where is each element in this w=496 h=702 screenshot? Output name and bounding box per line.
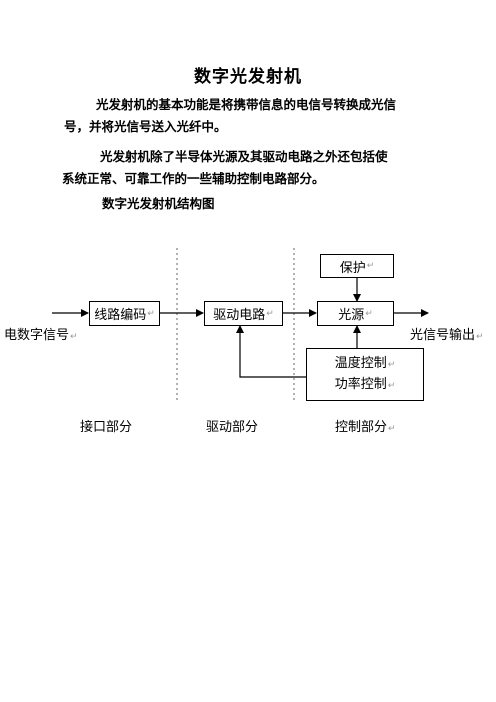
figure-caption: 数字光发射机结构图 — [102, 196, 215, 211]
section-label-control: 控制部分↵ — [335, 420, 396, 435]
paragraph-1-line-2: 号，并将光信号送入光纤中。 — [64, 119, 227, 134]
section-label-drive: 驱动部分 — [206, 420, 259, 435]
paragraph-2-line-1: 光发射机除了半导体光源及其驱动电路之外还包括使 — [100, 149, 388, 164]
transmitter-block-diagram: 电数字信号↵ 光信号输出↵ 线路编码↵ 驱动电路↵ 光源↵ 保护↵ 温度控制↵ … — [0, 240, 496, 440]
feedback-arrow — [236, 325, 306, 378]
control-block: 温度控制↵ 功率控制↵ — [306, 348, 424, 401]
protection-block: 保护↵ — [320, 254, 394, 278]
paragraph-1-line-1: 光发射机的基本功能是将携带信息的电信号转换成光信 — [96, 97, 397, 112]
temp-control-label: 温度控制↵ — [334, 355, 396, 371]
drive-circuit-block: 驱动电路↵ — [204, 301, 283, 326]
power-control-label: 功率控制↵ — [334, 376, 396, 392]
output-label: 光信号输出↵ — [410, 328, 484, 343]
diagram-connectors — [52, 248, 429, 400]
light-source-block: 光源↵ — [317, 301, 394, 326]
section-label-interface: 接口部分 — [80, 420, 133, 435]
paragraph-2-line-2: 系统正常、可靠工作的一些辅助控制电路部分。 — [62, 171, 325, 186]
input-label: 电数字信号↵ — [4, 328, 78, 343]
page-title: 数字光发射机 — [194, 67, 302, 87]
line-coding-block: 线路编码↵ — [89, 301, 160, 326]
